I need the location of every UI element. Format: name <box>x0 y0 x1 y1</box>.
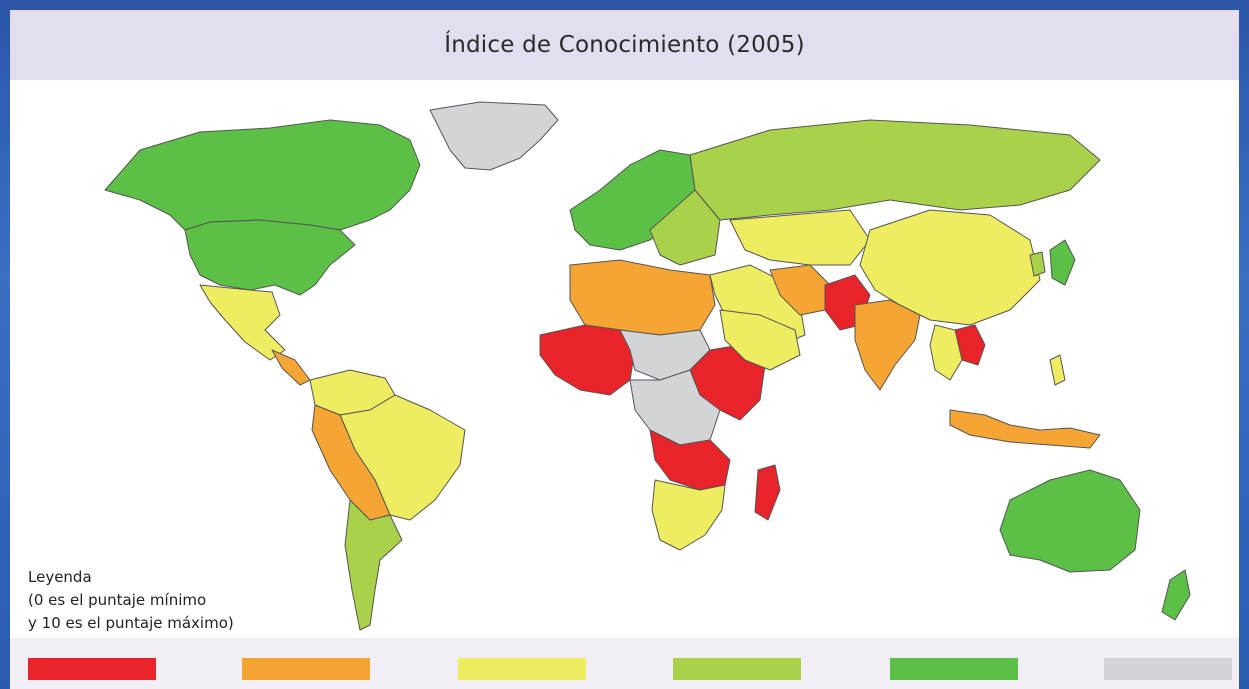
region-mexico <box>199 284 286 361</box>
region-philippines <box>1049 354 1066 386</box>
legend-strip <box>10 638 1239 689</box>
region-southern-africa <box>651 479 726 551</box>
world-map <box>10 80 1239 640</box>
region-russia <box>689 119 1101 221</box>
legend-heading: Leyenda <box>28 568 92 586</box>
region-central-america <box>271 349 311 386</box>
region-central-asia <box>729 209 871 266</box>
legend-swatch-yellow <box>458 658 586 680</box>
region-madagascar <box>754 464 781 521</box>
region-new-zealand <box>1161 569 1191 621</box>
region-india <box>854 299 921 391</box>
region-canada <box>104 119 421 231</box>
region-australia <box>999 469 1141 573</box>
region-greenland <box>429 101 559 171</box>
region-arabia <box>719 309 801 371</box>
region-central-africa <box>629 369 721 446</box>
legend-swatch-light-green <box>673 658 801 680</box>
legend-note-line2: y 10 es el puntaje máximo) <box>28 614 234 632</box>
region-korea <box>1029 251 1046 277</box>
region-indonesia <box>949 409 1101 449</box>
legend-swatch-red <box>28 658 156 680</box>
legend-note-line1: (0 es el puntaje mínimo <box>28 591 207 609</box>
region-north-africa <box>569 259 716 336</box>
region-usa <box>184 219 356 296</box>
region-indochina <box>929 324 963 381</box>
legend-text: Leyenda (0 es el puntaje mínimo y 10 es … <box>28 566 348 635</box>
map-title: Índice de Conocimiento (2005) <box>10 10 1239 80</box>
region-china <box>859 209 1041 326</box>
region-japan <box>1049 239 1076 286</box>
region-west-africa <box>539 324 636 396</box>
legend-swatch-orange <box>242 658 370 680</box>
legend-swatch-no-data <box>1104 658 1232 680</box>
region-argentina-chile <box>344 499 403 631</box>
legend-swatch-green <box>890 658 1018 680</box>
map-panel: Índice de Conocimiento (2005) <box>10 10 1239 689</box>
